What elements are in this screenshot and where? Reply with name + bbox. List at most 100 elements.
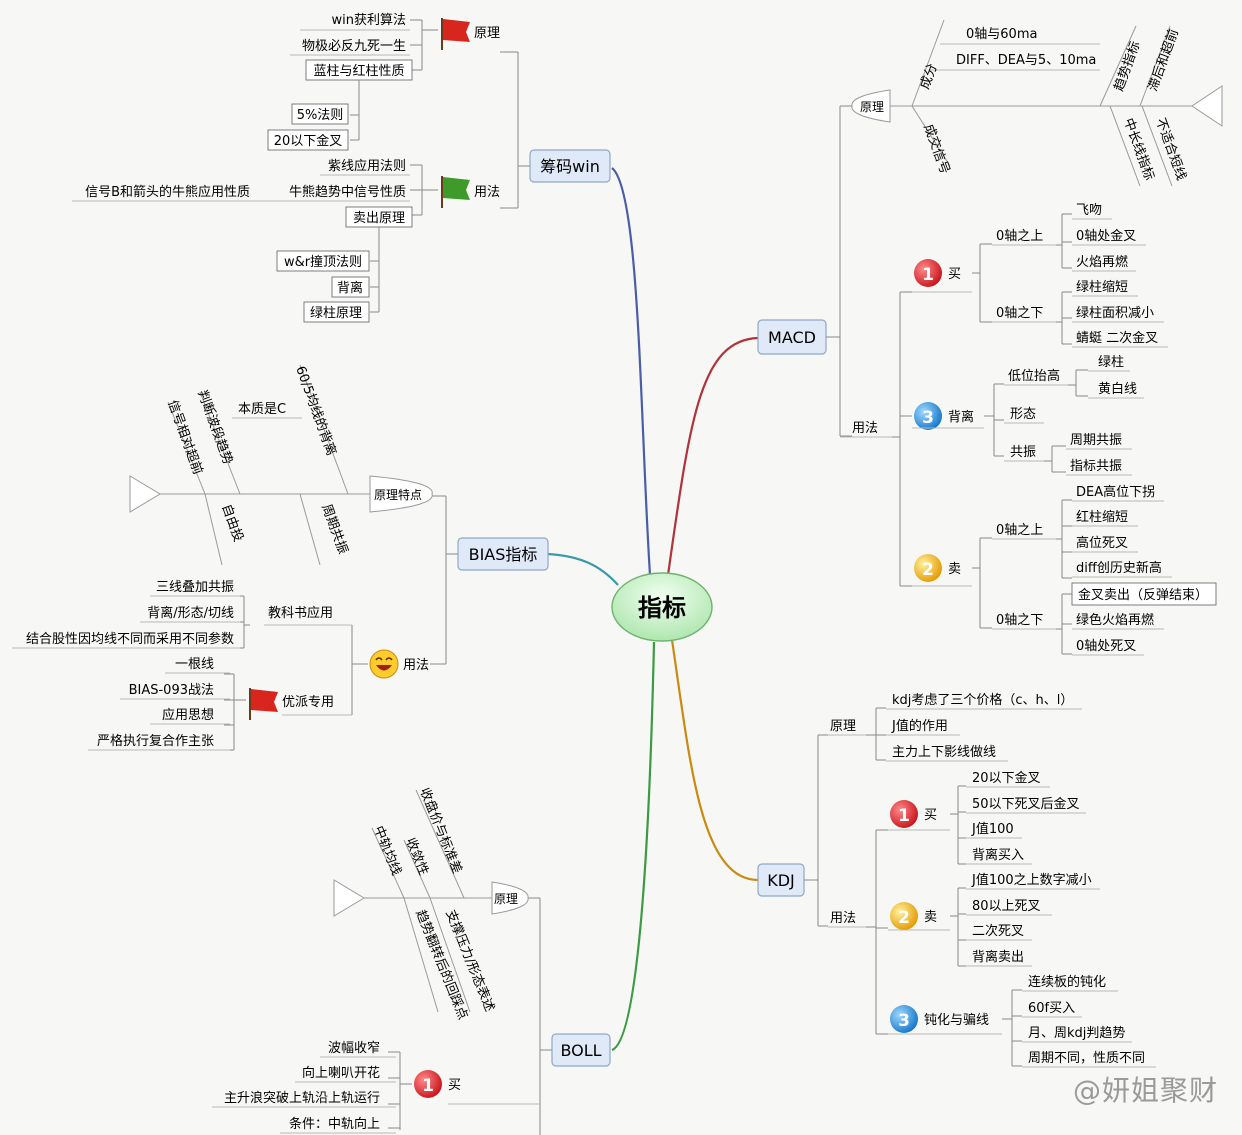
number-2-icon: 2 (914, 554, 942, 582)
macd-chengfen-item: DIFF、DEA与5、10ma (956, 53, 1096, 68)
node-label: 形态 (1010, 407, 1036, 422)
branch-kdj: KDJ 原理 kdj考虑了三个价格（c、h、l） J值的作用 主力上下影线做线 … (757, 692, 1156, 1068)
bias-youmei-item: BIAS-093战法 (129, 683, 214, 698)
boll-topic[interactable]: BOLL (551, 1033, 611, 1067)
chouma-topic[interactable]: 筹码win (529, 149, 611, 183)
chouma-yongfa[interactable]: 用法 (441, 176, 500, 208)
macd-div-low-item: 黄白线 (1098, 381, 1137, 397)
bias-jiaokeshu-item: 背离/形态/切线 (147, 605, 234, 621)
number-1-icon: 1 (414, 1070, 442, 1098)
chouma-20jincha[interactable]: 20以下金叉 (267, 129, 349, 151)
macd-div-gz-item: 指标共振 (1070, 459, 1122, 474)
number-3-icon: 3 (914, 402, 942, 430)
boll-fishbone: 原理 (333, 789, 529, 1013)
bias-yuanli-label: 原理特点 (374, 487, 422, 502)
branch-boll: BOLL 原理 收盘价与标准差 中轨均线 收敛性 支撑压力/形态表述 趋势翻转后… (212, 786, 611, 1135)
bias-youmei-item: 应用思想 (162, 707, 214, 723)
bias-fishbone: 原理特点 (129, 364, 433, 566)
macd-divergence[interactable]: 3 背离 (914, 402, 974, 430)
chouma-yongfa-item: 牛熊趋势中信号性质 (289, 184, 406, 200)
center-topic[interactable]: 指标 (611, 572, 713, 642)
bias-youmei[interactable]: 优派专用 (249, 688, 334, 720)
bias-yongfa-label: 用法 (403, 658, 429, 673)
bias-fish-down: 自由投 (218, 502, 246, 544)
node-label: 金叉卖出（反弹结束） (1078, 587, 1208, 603)
node-label: 绿柱原理 (310, 306, 362, 321)
bias-topic[interactable]: BIAS指标 (457, 537, 549, 571)
kdj-buy-item: 背离买入 (972, 847, 1024, 863)
bias-fish-up: 判断波段趋势 (194, 388, 236, 467)
kdj-topic[interactable]: KDJ (757, 863, 805, 897)
node-label: 买 (448, 1078, 461, 1093)
macd-buy-above-item: 火焰再燃 (1076, 254, 1128, 270)
chouma-yuanli[interactable]: 原理 (441, 18, 500, 50)
red-flag-icon (249, 688, 278, 720)
node-label: 0轴之下 (996, 613, 1043, 628)
macd-fish-down: 不适合短线 (1152, 116, 1188, 182)
chouma-yuanli-item: win获利算法 (332, 13, 406, 28)
kdj-yuanli-item: kdj考虑了三个价格（c、h、l） (892, 692, 1073, 708)
branch-chouma: 筹码win 原理 win获利算法 物极必反九死一生 蓝柱与红柱性质 5%法则 (72, 13, 611, 323)
kdj-sell[interactable]: 2 卖 (890, 902, 937, 930)
boll-label: BOLL (560, 1041, 601, 1060)
macd-fish-up: 趋势指标 (1111, 39, 1144, 93)
kdj-sell-item: 80以上死叉 (972, 899, 1041, 914)
chouma-yongfa-item: 紫线应用法则 (328, 158, 406, 174)
kdj-buy-item: 50以下死叉后金叉 (972, 796, 1080, 812)
macd-topic[interactable]: MACD (757, 319, 827, 355)
macd-buy-below-item: 绿柱面积减小 (1076, 306, 1154, 321)
node-label: 0轴之上 (996, 229, 1043, 244)
center-label: 指标 (638, 594, 686, 622)
macd-fish-up: 滞后和超前 (1145, 27, 1182, 94)
bias-fish-up: 信号相对超前 (164, 398, 206, 477)
chouma-yuanli-label: 原理 (474, 26, 500, 41)
bias-label: BIAS指标 (469, 545, 538, 564)
node-label: 背离 (337, 280, 363, 296)
macd-sell[interactable]: 2 卖 (914, 554, 961, 582)
branch-bias: BIAS指标 原理特点 60/5均线的背离 本质是C 判断波段趋势 信号相对超前… (12, 364, 549, 751)
node-label: 1 (922, 265, 934, 285)
chouma-sell-node[interactable]: 卖出原理 (345, 206, 413, 228)
kdj-buy-item: J值100 (971, 821, 1014, 837)
chouma-signal-note: 信号B和箭头的牛熊应用性质 (85, 184, 250, 200)
macd-sell-above-item: 高位死叉 (1076, 535, 1128, 551)
macd-buy[interactable]: 1 买 (914, 259, 961, 287)
boll-yuanli-label: 原理 (494, 892, 518, 906)
boll-buy-item: 向上喇叭开花 (302, 1065, 380, 1081)
macd-sell-below-boxed[interactable]: 金叉卖出（反弹结束） (1071, 582, 1217, 606)
boll-buy[interactable]: 1 买 (414, 1070, 461, 1098)
chouma-sell-sub[interactable]: 背离 (331, 276, 370, 298)
node-label: 2 (922, 560, 934, 580)
red-flag-icon (441, 18, 470, 50)
macd-sell-below-item: 绿色火焰再燃 (1076, 612, 1154, 628)
boll-fish-up: 中轨均线 (370, 824, 403, 878)
kdj-yuanli-label: 原理 (830, 719, 856, 734)
kdj-sell-item: 背离卖出 (972, 949, 1024, 965)
boll-buy-item: 主升浪突破上轨沿上轨运行 (224, 1090, 380, 1106)
chouma-sell-sub[interactable]: w&r撞顶法则 (276, 250, 370, 272)
kdj-dunhua-item: 周期不同，性质不同 (1028, 1051, 1145, 1066)
kdj-sell-item: 二次死叉 (972, 923, 1024, 939)
node-label: w&r撞顶法则 (284, 255, 362, 270)
branch-macd: MACD 原理 成分 0轴与60ma DIFF、DEA与5、10ma 趋势指标 … (757, 19, 1223, 656)
chouma-lanzhu-node[interactable]: 蓝柱与红柱性质 (305, 59, 413, 81)
bias-jiaokeshu-item: 三线叠加共振 (156, 580, 234, 595)
chouma-5pct[interactable]: 5%法则 (291, 103, 349, 125)
node-label: 背离 (948, 409, 974, 425)
boll-buy-item: 条件：中轨向上 (289, 1116, 380, 1132)
node-label: 卖出原理 (353, 211, 405, 226)
node-label: 0轴之上 (996, 523, 1043, 538)
chouma-sell-sub[interactable]: 绿柱原理 (303, 301, 370, 323)
kdj-buy[interactable]: 1 买 (890, 800, 937, 828)
bias-youmei-item: 一根线 (175, 657, 214, 672)
boll-fish-up: 收敛性 (402, 836, 431, 878)
macd-buy-below-item: 绿柱缩短 (1076, 279, 1128, 295)
kdj-yuanli-item: J值的作用 (891, 718, 948, 734)
bias-yongfa[interactable]: 用法 (369, 649, 429, 679)
kdj-yongfa-label: 用法 (830, 911, 856, 926)
node-label: 卖 (924, 910, 937, 925)
kdj-dunhua[interactable]: 3 钝化与骗线 (890, 1005, 989, 1033)
node-label: 买 (924, 808, 937, 823)
chouma-label: 筹码win (540, 157, 600, 176)
